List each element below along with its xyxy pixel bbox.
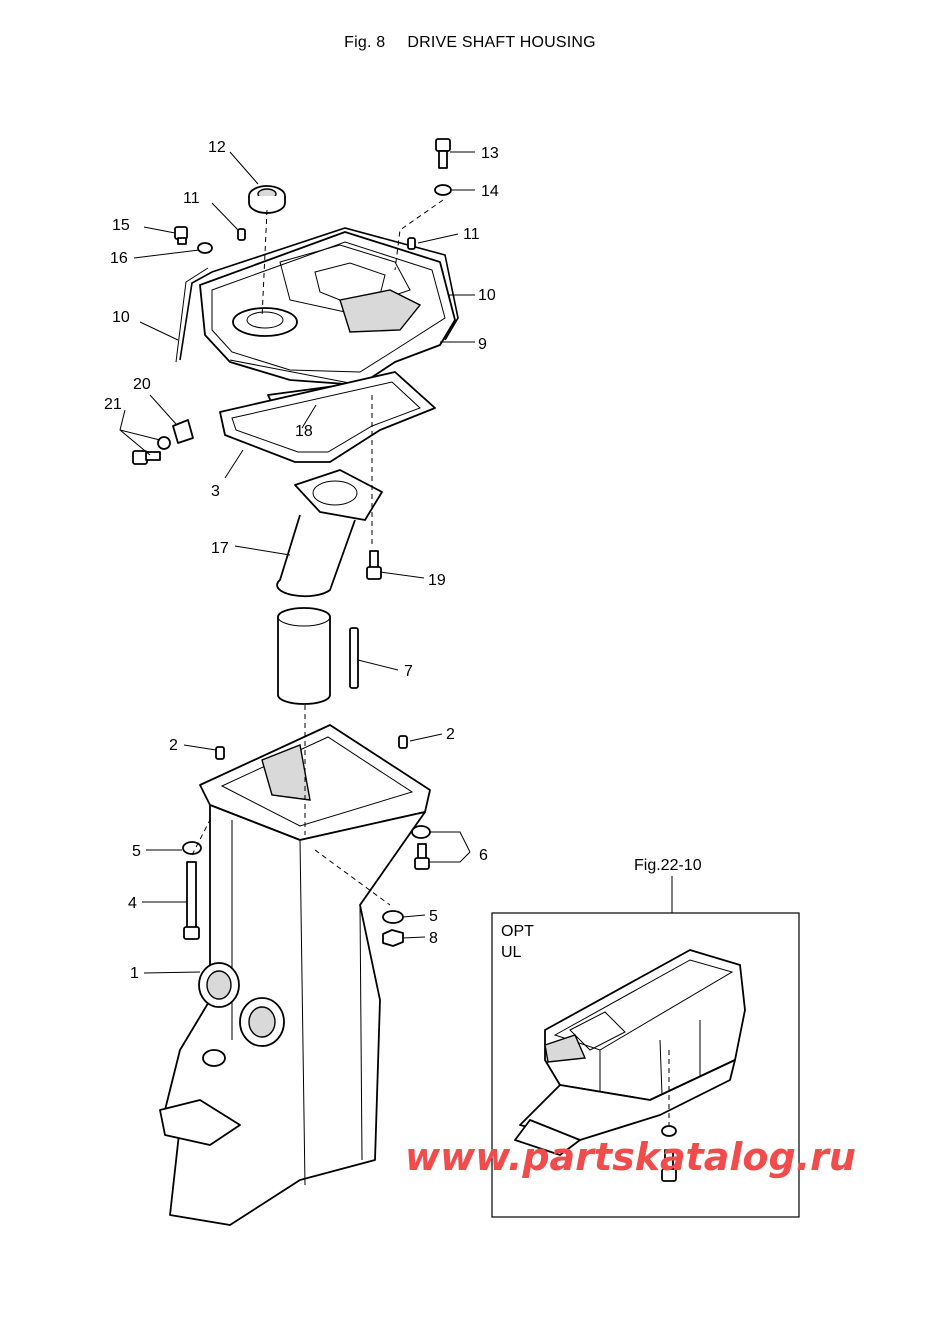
callout-3: 3 [211,483,220,500]
callout-8: 8 [429,930,438,947]
washer-part-5b [382,910,404,924]
gasket-part-10 [179,227,459,361]
oil-seal-part-12 [248,185,286,214]
callout-11b: 11 [463,226,480,243]
callout-6: 6 [479,847,488,864]
inset-housing-drawing [514,949,746,1156]
callout-18: 18 [295,423,313,440]
callout-1: 1 [130,965,139,982]
washer-part-6 [411,825,431,839]
inset-washer [661,1125,677,1137]
callout-5b: 5 [429,908,438,925]
tube-liner [277,607,331,705]
figure-title: Fig. 8 DRIVE SHAFT HOUSING [0,34,940,52]
callout-7: 7 [404,663,413,680]
callout-21: 21 [104,396,122,413]
inset-fig-22-10: Fig.22-10 OPT UL [491,857,800,1218]
callout-11a: 11 [183,190,200,207]
bolt-part-19 [366,550,382,580]
figure-number: Fig. 8 [344,34,386,51]
figure-name: DRIVE SHAFT HOUSING [407,34,596,51]
inset-bolt [661,1149,677,1182]
bolt-part-13 [435,138,451,169]
callout-5a: 5 [132,843,141,860]
dowel-pin-part-2b [398,735,408,749]
callout-20: 20 [133,376,151,393]
nut-part-8 [382,929,404,947]
drive-shaft-housing-part-1 [159,724,431,1226]
stud-part-7 [349,627,359,689]
inset-ul-label: UL [501,944,522,961]
dowel-pin-part-11b [407,237,416,250]
callout-19: 19 [428,572,446,589]
callout-10a: 10 [478,287,496,304]
callout-9: 9 [478,336,487,353]
inset-opt-label: OPT [501,923,534,940]
callout-14: 14 [481,183,499,200]
callout-15: 15 [112,217,130,234]
leader-lines [119,151,475,974]
inset-reference-label: Fig.22-10 [634,857,702,874]
callout-labels: 12 13 14 11 11 15 16 10 10 9 20 21 18 3 … [104,139,499,982]
gasket-part-3 [219,371,436,463]
bolt-part-6 [414,843,430,870]
plug-part-15 [174,226,188,245]
callout-17: 17 [211,540,229,557]
exhaust-pipe-part-17 [276,469,383,598]
dowel-pin-part-11a [237,228,246,241]
dowel-pin-part-2a [215,746,225,760]
bracket-part-20 [172,419,194,444]
upper-cover-part-9 [199,231,456,386]
callout-16: 16 [110,250,128,267]
gasket-part-16 [197,242,213,254]
washer-part-14 [434,184,452,196]
callout-10b: 10 [112,309,130,326]
bolt-part-4 [183,861,200,940]
callout-2b: 2 [446,726,455,743]
callout-13: 13 [481,145,499,162]
callout-12: 12 [208,139,226,156]
watermark-text: www.partskatalog.ru [405,1135,856,1179]
washer-part-21 [157,436,171,450]
callout-2a: 2 [169,737,178,754]
callout-4: 4 [128,895,137,912]
bolt-part-21 [132,450,161,465]
